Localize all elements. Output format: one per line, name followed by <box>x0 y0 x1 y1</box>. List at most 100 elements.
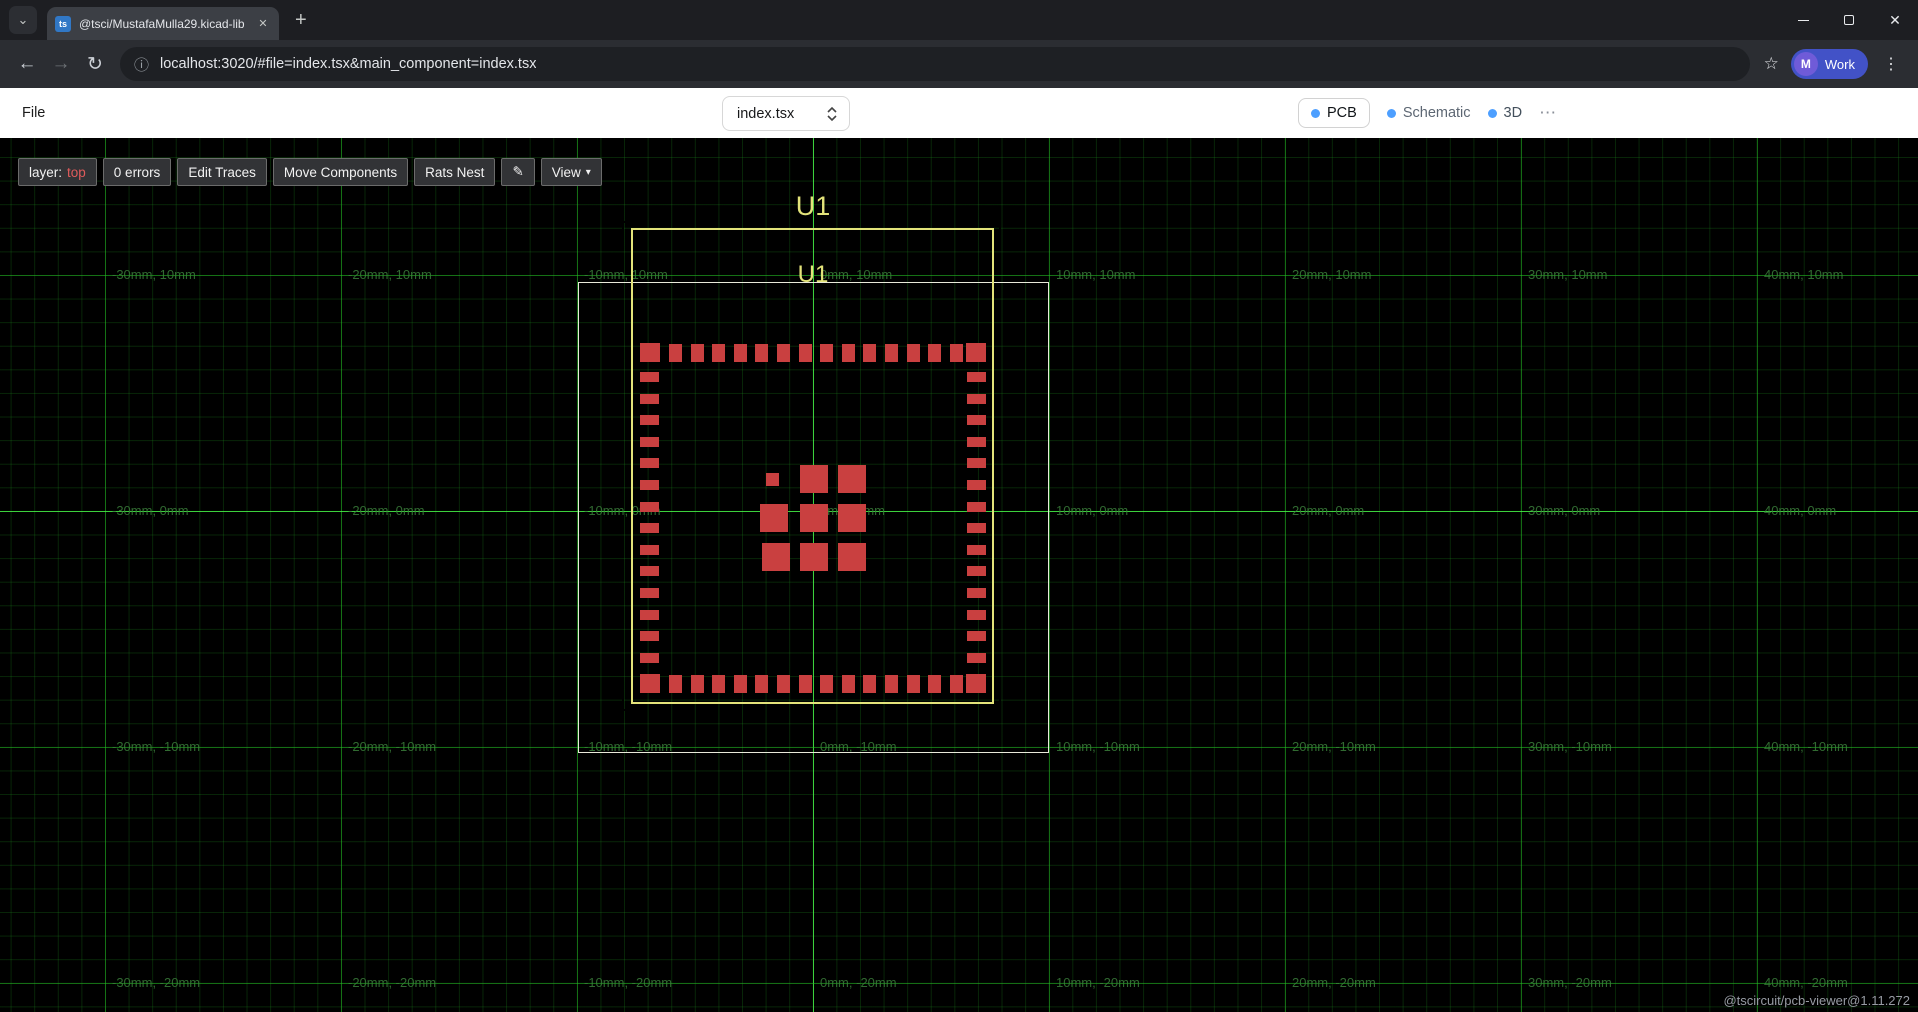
pcb-pad[interactable] <box>777 675 790 693</box>
profile-chip[interactable]: M Work <box>1791 49 1868 79</box>
more-options-icon[interactable]: ⋯ <box>1539 103 1557 123</box>
tab-pcb[interactable]: PCB <box>1298 98 1370 128</box>
pcb-pad[interactable] <box>799 675 812 693</box>
pcb-pad[interactable] <box>640 523 659 533</box>
pcb-pad[interactable] <box>863 344 876 362</box>
pcb-pad[interactable] <box>967 437 986 447</box>
pcb-pad[interactable] <box>800 543 828 571</box>
browser-tab[interactable]: ts @tsci/MustafaMulla29.kicad-lib ✕ <box>47 7 279 40</box>
pcb-canvas[interactable]: U1 U1 layer: top 0 errors Edit Traces Mo… <box>0 138 1918 1012</box>
pcb-pad[interactable] <box>640 588 659 598</box>
pcb-pad[interactable] <box>777 344 790 362</box>
forward-icon[interactable]: → <box>44 47 78 81</box>
pcb-pad[interactable] <box>640 343 660 362</box>
pcb-pad[interactable] <box>800 504 828 532</box>
pcb-pad[interactable] <box>967 566 986 576</box>
pcb-pad[interactable] <box>967 502 986 512</box>
file-menu[interactable]: File <box>22 88 45 138</box>
pcb-pad[interactable] <box>640 653 659 663</box>
move-components-button[interactable]: Move Components <box>273 158 408 186</box>
url-bar[interactable]: ⓘ localhost:3020/#file=index.tsx&main_co… <box>120 47 1750 81</box>
pcb-pad[interactable] <box>950 675 963 693</box>
pcb-pad[interactable] <box>640 437 659 447</box>
pcb-pad[interactable] <box>640 394 659 404</box>
pcb-pad[interactable] <box>640 631 659 641</box>
bookmark-star-icon[interactable]: ☆ <box>1764 54 1779 74</box>
pcb-pad[interactable] <box>907 344 920 362</box>
pcb-pad[interactable] <box>842 344 855 362</box>
new-tab-icon[interactable]: + <box>295 9 307 32</box>
browser-menu-icon[interactable]: ⋮ <box>1883 54 1899 74</box>
pcb-pad[interactable] <box>967 480 986 490</box>
pcb-pad[interactable] <box>640 502 659 512</box>
view-menu-button[interactable]: View ▾ <box>541 158 602 186</box>
edit-traces-button[interactable]: Edit Traces <box>177 158 267 186</box>
pcb-pad[interactable] <box>755 675 768 693</box>
pcb-pad[interactable] <box>762 543 790 571</box>
pcb-pad[interactable] <box>838 465 866 493</box>
pcb-pad[interactable] <box>734 675 747 693</box>
pcb-pad[interactable] <box>640 480 659 490</box>
tab-search-icon[interactable]: ⌄ <box>9 6 37 34</box>
pcb-pad[interactable] <box>967 458 986 468</box>
pcb-pad[interactable] <box>800 465 828 493</box>
pcb-pad[interactable] <box>640 566 659 576</box>
pcb-pad[interactable] <box>760 504 788 532</box>
pcb-pad[interactable] <box>712 344 725 362</box>
tab-schematic[interactable]: Schematic <box>1387 105 1471 121</box>
pcb-pad[interactable] <box>640 610 659 620</box>
pcb-pad[interactable] <box>967 523 986 533</box>
pcb-pad[interactable] <box>928 344 941 362</box>
pcb-pad[interactable] <box>967 372 986 382</box>
pcb-pad[interactable] <box>640 372 659 382</box>
pcb-pad[interactable] <box>967 588 986 598</box>
pcb-pad[interactable] <box>766 473 779 486</box>
rats-nest-button[interactable]: Rats Nest <box>414 158 495 186</box>
pcb-pad[interactable] <box>967 631 986 641</box>
pcb-pad[interactable] <box>950 344 963 362</box>
pcb-pad[interactable] <box>967 653 986 663</box>
avatar: M <box>1794 52 1818 76</box>
pcb-pad[interactable] <box>928 675 941 693</box>
pcb-pad[interactable] <box>820 675 833 693</box>
pcb-pad[interactable] <box>842 675 855 693</box>
pcb-pad[interactable] <box>640 458 659 468</box>
close-button[interactable]: ✕ <box>1872 0 1918 40</box>
tab-pcb-label: PCB <box>1327 105 1357 121</box>
back-icon[interactable]: ← <box>10 47 44 81</box>
pcb-pad[interactable] <box>640 415 659 425</box>
maximize-button[interactable] <box>1826 0 1872 40</box>
pcb-pad[interactable] <box>863 675 876 693</box>
pcb-pad[interactable] <box>967 610 986 620</box>
pcb-pad[interactable] <box>838 504 866 532</box>
file-select[interactable]: index.tsx <box>722 96 850 131</box>
minimize-button[interactable] <box>1780 0 1826 40</box>
pcb-pad[interactable] <box>966 674 986 693</box>
pcb-pad[interactable] <box>967 545 986 555</box>
pcb-pad[interactable] <box>838 543 866 571</box>
tab-3d[interactable]: 3D <box>1488 105 1523 121</box>
site-info-icon[interactable]: ⓘ <box>134 54 149 75</box>
pcb-pad[interactable] <box>691 675 704 693</box>
pencil-icon[interactable]: ✎ <box>501 158 534 186</box>
errors-button[interactable]: 0 errors <box>103 158 172 186</box>
pcb-pad[interactable] <box>640 674 660 693</box>
pcb-pad[interactable] <box>734 344 747 362</box>
pcb-pad[interactable] <box>799 344 812 362</box>
reload-icon[interactable]: ↻ <box>78 47 112 81</box>
tab-close-icon[interactable]: ✕ <box>255 16 271 32</box>
pcb-pad[interactable] <box>669 675 682 693</box>
pcb-pad[interactable] <box>755 344 768 362</box>
pcb-pad[interactable] <box>712 675 725 693</box>
pcb-pad[interactable] <box>669 344 682 362</box>
pcb-pad[interactable] <box>820 344 833 362</box>
pcb-pad[interactable] <box>885 344 898 362</box>
pcb-pad[interactable] <box>967 394 986 404</box>
pcb-pad[interactable] <box>691 344 704 362</box>
pcb-pad[interactable] <box>967 415 986 425</box>
pcb-pad[interactable] <box>885 675 898 693</box>
pcb-pad[interactable] <box>640 545 659 555</box>
pcb-pad[interactable] <box>907 675 920 693</box>
pcb-pad[interactable] <box>966 343 986 362</box>
layer-button[interactable]: layer: top <box>18 158 97 186</box>
